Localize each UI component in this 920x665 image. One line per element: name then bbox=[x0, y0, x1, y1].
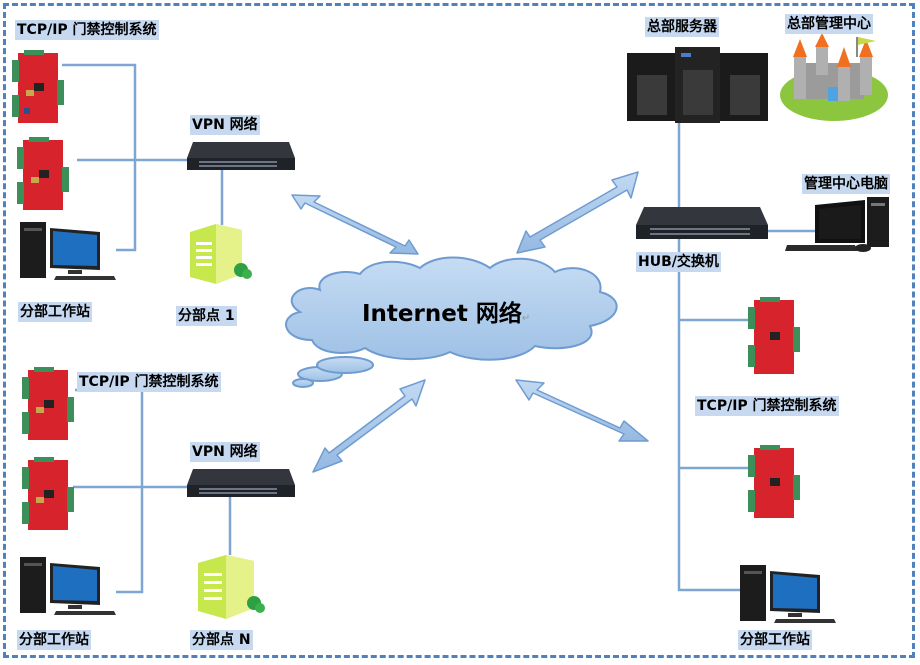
vpn-network-label: VPN 网络 bbox=[190, 115, 260, 135]
tcpip-access-control-label: TCP/IP 门禁控制系统 bbox=[77, 372, 221, 392]
hq-management-label: 总部管理中心 bbox=[785, 14, 873, 34]
vpn-switch-bottom-icon[interactable] bbox=[187, 467, 295, 499]
branch-building-icon bbox=[198, 555, 265, 619]
internet-label: Internet 网络↵ bbox=[362, 301, 531, 327]
connector-line bbox=[677, 238, 740, 592]
hq-castle-icon bbox=[780, 33, 888, 121]
workstation-computer-icon[interactable] bbox=[738, 563, 838, 625]
tcpip-access-control-label: TCP/IP 门禁控制系统 bbox=[695, 396, 839, 416]
double-arrow-top-left bbox=[291, 194, 419, 255]
tcpip-access-control-label: TCP/IP 门禁控制系统 bbox=[15, 20, 159, 40]
vpn-network-label: VPN 网络 bbox=[190, 442, 260, 462]
double-arrow-bottom-left bbox=[312, 379, 426, 473]
management-pc-label: 管理中心电脑 bbox=[802, 174, 890, 194]
workstation-label: 分部工作站 bbox=[17, 630, 91, 650]
double-arrow-top-right bbox=[516, 171, 639, 254]
connector-line bbox=[62, 63, 137, 252]
access-control-board-icon[interactable] bbox=[12, 50, 64, 125]
internet-cloud bbox=[285, 256, 618, 388]
workstation-label: 分部工作站 bbox=[18, 302, 92, 322]
branch-1-label: 分部点 1 bbox=[176, 306, 237, 326]
access-control-board-icon[interactable] bbox=[22, 457, 74, 532]
vpn-switch-top-icon[interactable] bbox=[187, 140, 295, 172]
hq-servers-icon[interactable] bbox=[625, 45, 771, 123]
management-pc-icon[interactable] bbox=[785, 195, 895, 255]
access-control-board-icon[interactable] bbox=[748, 297, 800, 377]
double-arrow-bottom-right bbox=[515, 379, 649, 442]
workstation-label: 分部工作站 bbox=[738, 630, 812, 650]
workstation-computer-icon[interactable] bbox=[18, 220, 118, 282]
access-control-board-icon[interactable] bbox=[22, 367, 74, 442]
access-control-board-icon[interactable] bbox=[17, 137, 69, 212]
branch-n-label: 分部点 N bbox=[190, 630, 253, 650]
branch-building-icon bbox=[190, 224, 252, 284]
hq-servers-label: 总部服务器 bbox=[645, 17, 719, 37]
hub-switch-label: HUB/交换机 bbox=[636, 252, 721, 272]
workstation-computer-icon[interactable] bbox=[18, 555, 118, 617]
diagram-border bbox=[3, 3, 915, 658]
access-control-board-icon[interactable] bbox=[748, 445, 800, 520]
hub-switch-icon[interactable] bbox=[636, 205, 768, 241]
